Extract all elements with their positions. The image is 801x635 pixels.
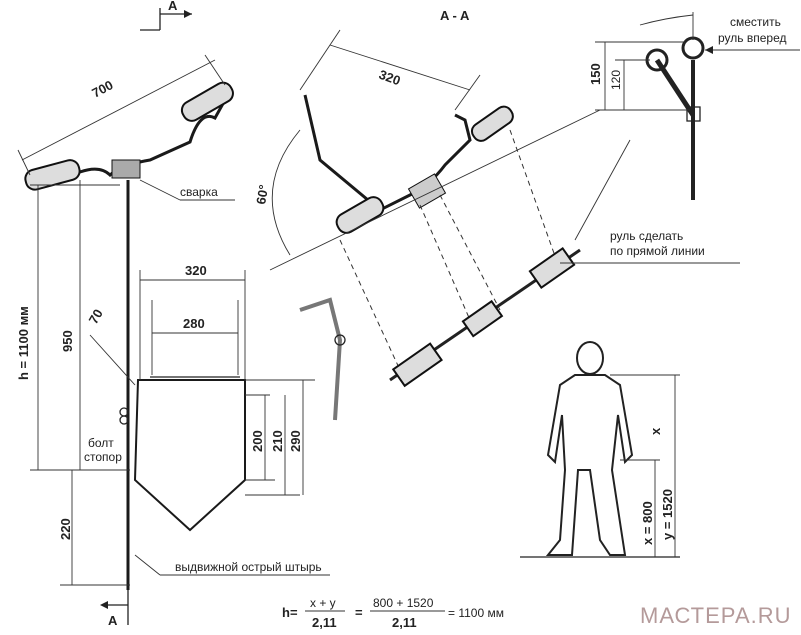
handlebar-top-view: 700 сварка <box>17 54 235 201</box>
dim-290: 290 <box>288 430 303 452</box>
watermark: МАСТЕРА.RU <box>640 603 792 628</box>
shift-note-1: сместить <box>730 15 781 29</box>
section-mark-top: A <box>140 0 192 31</box>
formula-num1: x + y <box>310 596 336 610</box>
x-short-label: x <box>648 427 663 435</box>
formula-den1: 2,11 <box>312 615 337 630</box>
section-width-dim: 320 <box>377 67 403 89</box>
formula-num2: 800 + 1520 <box>373 596 434 610</box>
dim-220: 220 <box>58 518 73 540</box>
formula-eq1: = <box>355 605 363 620</box>
dim-120: 120 <box>609 70 623 90</box>
dim-950: 950 <box>60 330 75 352</box>
y-dim-label: y = 1520 <box>660 489 675 540</box>
x-dim-label: x = 800 <box>640 501 655 545</box>
shift-note-2: руль вперед <box>718 31 787 45</box>
weld-label: сварка <box>180 185 218 199</box>
frame-width-inner: 280 <box>183 316 205 331</box>
height-formula: h= x + y 2,11 = 800 + 1520 2,11 = 1100 м… <box>282 596 504 630</box>
angle-dim: 60° <box>253 184 271 206</box>
height-total-dim: h = 1100 мм <box>16 306 31 380</box>
dim-210: 210 <box>270 430 285 452</box>
bolt-label-2: стопор <box>84 450 122 464</box>
section-mark-bottom: A <box>100 590 129 628</box>
spike-label: выдвижной острый штырь <box>175 560 322 574</box>
detail-view-shift: 150 120 сместить руль вперед <box>588 12 800 200</box>
section-view-a-a: 320 60° руль сделать по прямой линии <box>253 29 740 388</box>
dim-70: 70 <box>86 306 106 326</box>
formula-result: = 1100 мм <box>448 606 504 620</box>
frame-width-outer: 320 <box>185 263 207 278</box>
straighten-note-2: по прямой линии <box>610 244 705 258</box>
person-figure: x x = 800 y = 1520 <box>520 341 680 558</box>
frame-side-view: h = 1100 мм 950 220 70 болт стопор 320 2… <box>16 180 346 590</box>
section-title: A - A <box>440 8 470 23</box>
straighten-note-1: руль сделать <box>610 229 683 243</box>
formula-lhs: h= <box>282 605 298 620</box>
bolt-label-1: болт <box>88 436 114 450</box>
section-mark-bottom-label: A <box>108 613 118 628</box>
section-mark-top-label: A <box>168 0 178 13</box>
formula-den2: 2,11 <box>392 615 417 630</box>
dim-150: 150 <box>588 63 603 85</box>
dim-200: 200 <box>250 430 265 452</box>
handlebar-width-dim: 700 <box>89 77 115 100</box>
